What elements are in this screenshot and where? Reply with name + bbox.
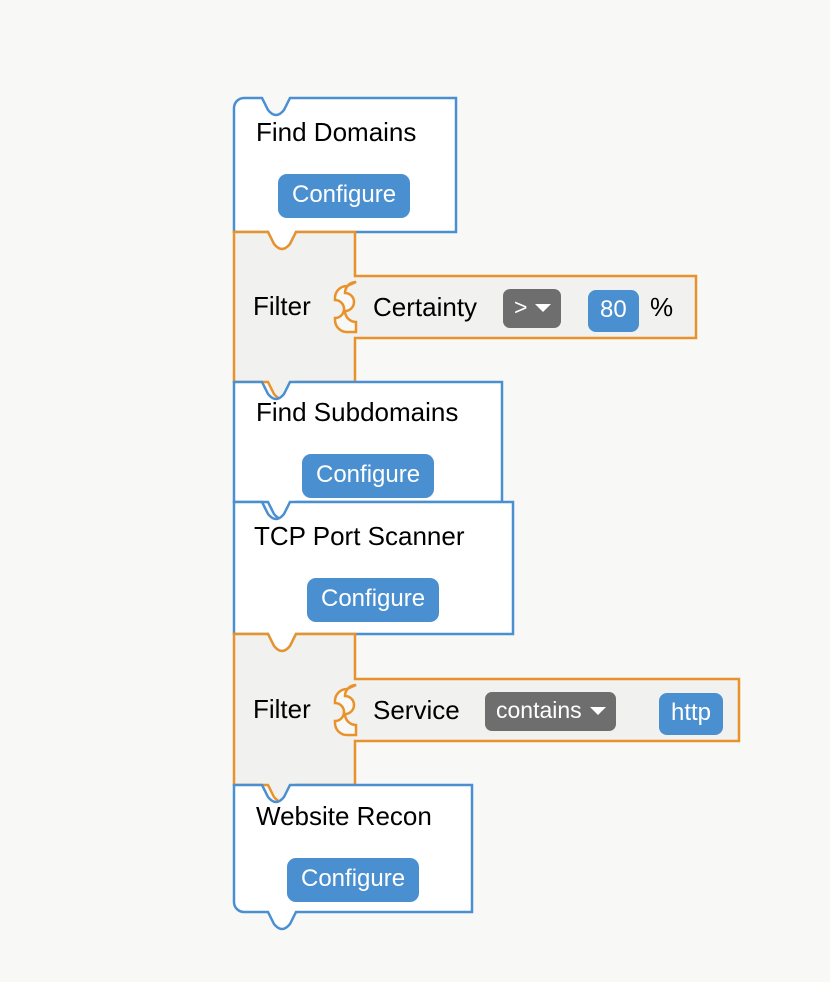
filter-certainty-value-input[interactable]: 80 — [588, 290, 639, 332]
filter-certainty-shape[interactable] — [232, 230, 698, 401]
find-subdomains-title: Find Subdomains — [256, 397, 459, 427]
find-domains-title: Find Domains — [256, 117, 417, 147]
filter-certainty-operator-dropdown[interactable]: > — [503, 289, 562, 328]
filter-service-operator-dropdown[interactable]: contains — [485, 692, 616, 731]
filter-certainty-socket — [333, 280, 358, 334]
filter-service-title: Filter — [253, 694, 311, 724]
tcp-port-scanner-configure-button[interactable]: Configure — [307, 578, 440, 622]
filter-service-field-label: Service — [373, 695, 460, 725]
filter-certainty-field-label: Certainty — [373, 292, 478, 322]
filter-certainty-title: Filter — [253, 291, 311, 321]
tcp-port-scanner-title: TCP Port Scanner — [254, 521, 465, 551]
chevron-down-icon — [535, 303, 552, 312]
website-recon-configure-button[interactable]: Configure — [287, 858, 420, 902]
filter-certainty-unit-label: % — [650, 292, 674, 322]
filter-service-socket — [333, 683, 358, 737]
filter-service-operator-value: contains — [496, 697, 582, 723]
website-recon-title: Website Recon — [256, 801, 432, 831]
chevron-down-icon — [589, 706, 606, 715]
find-subdomains-configure-button[interactable]: Configure — [302, 454, 435, 498]
filter-certainty-operator-value: > — [514, 294, 528, 320]
find-domains-configure-button[interactable]: Configure — [278, 174, 411, 218]
filter-service-value-input[interactable]: http — [659, 693, 724, 735]
